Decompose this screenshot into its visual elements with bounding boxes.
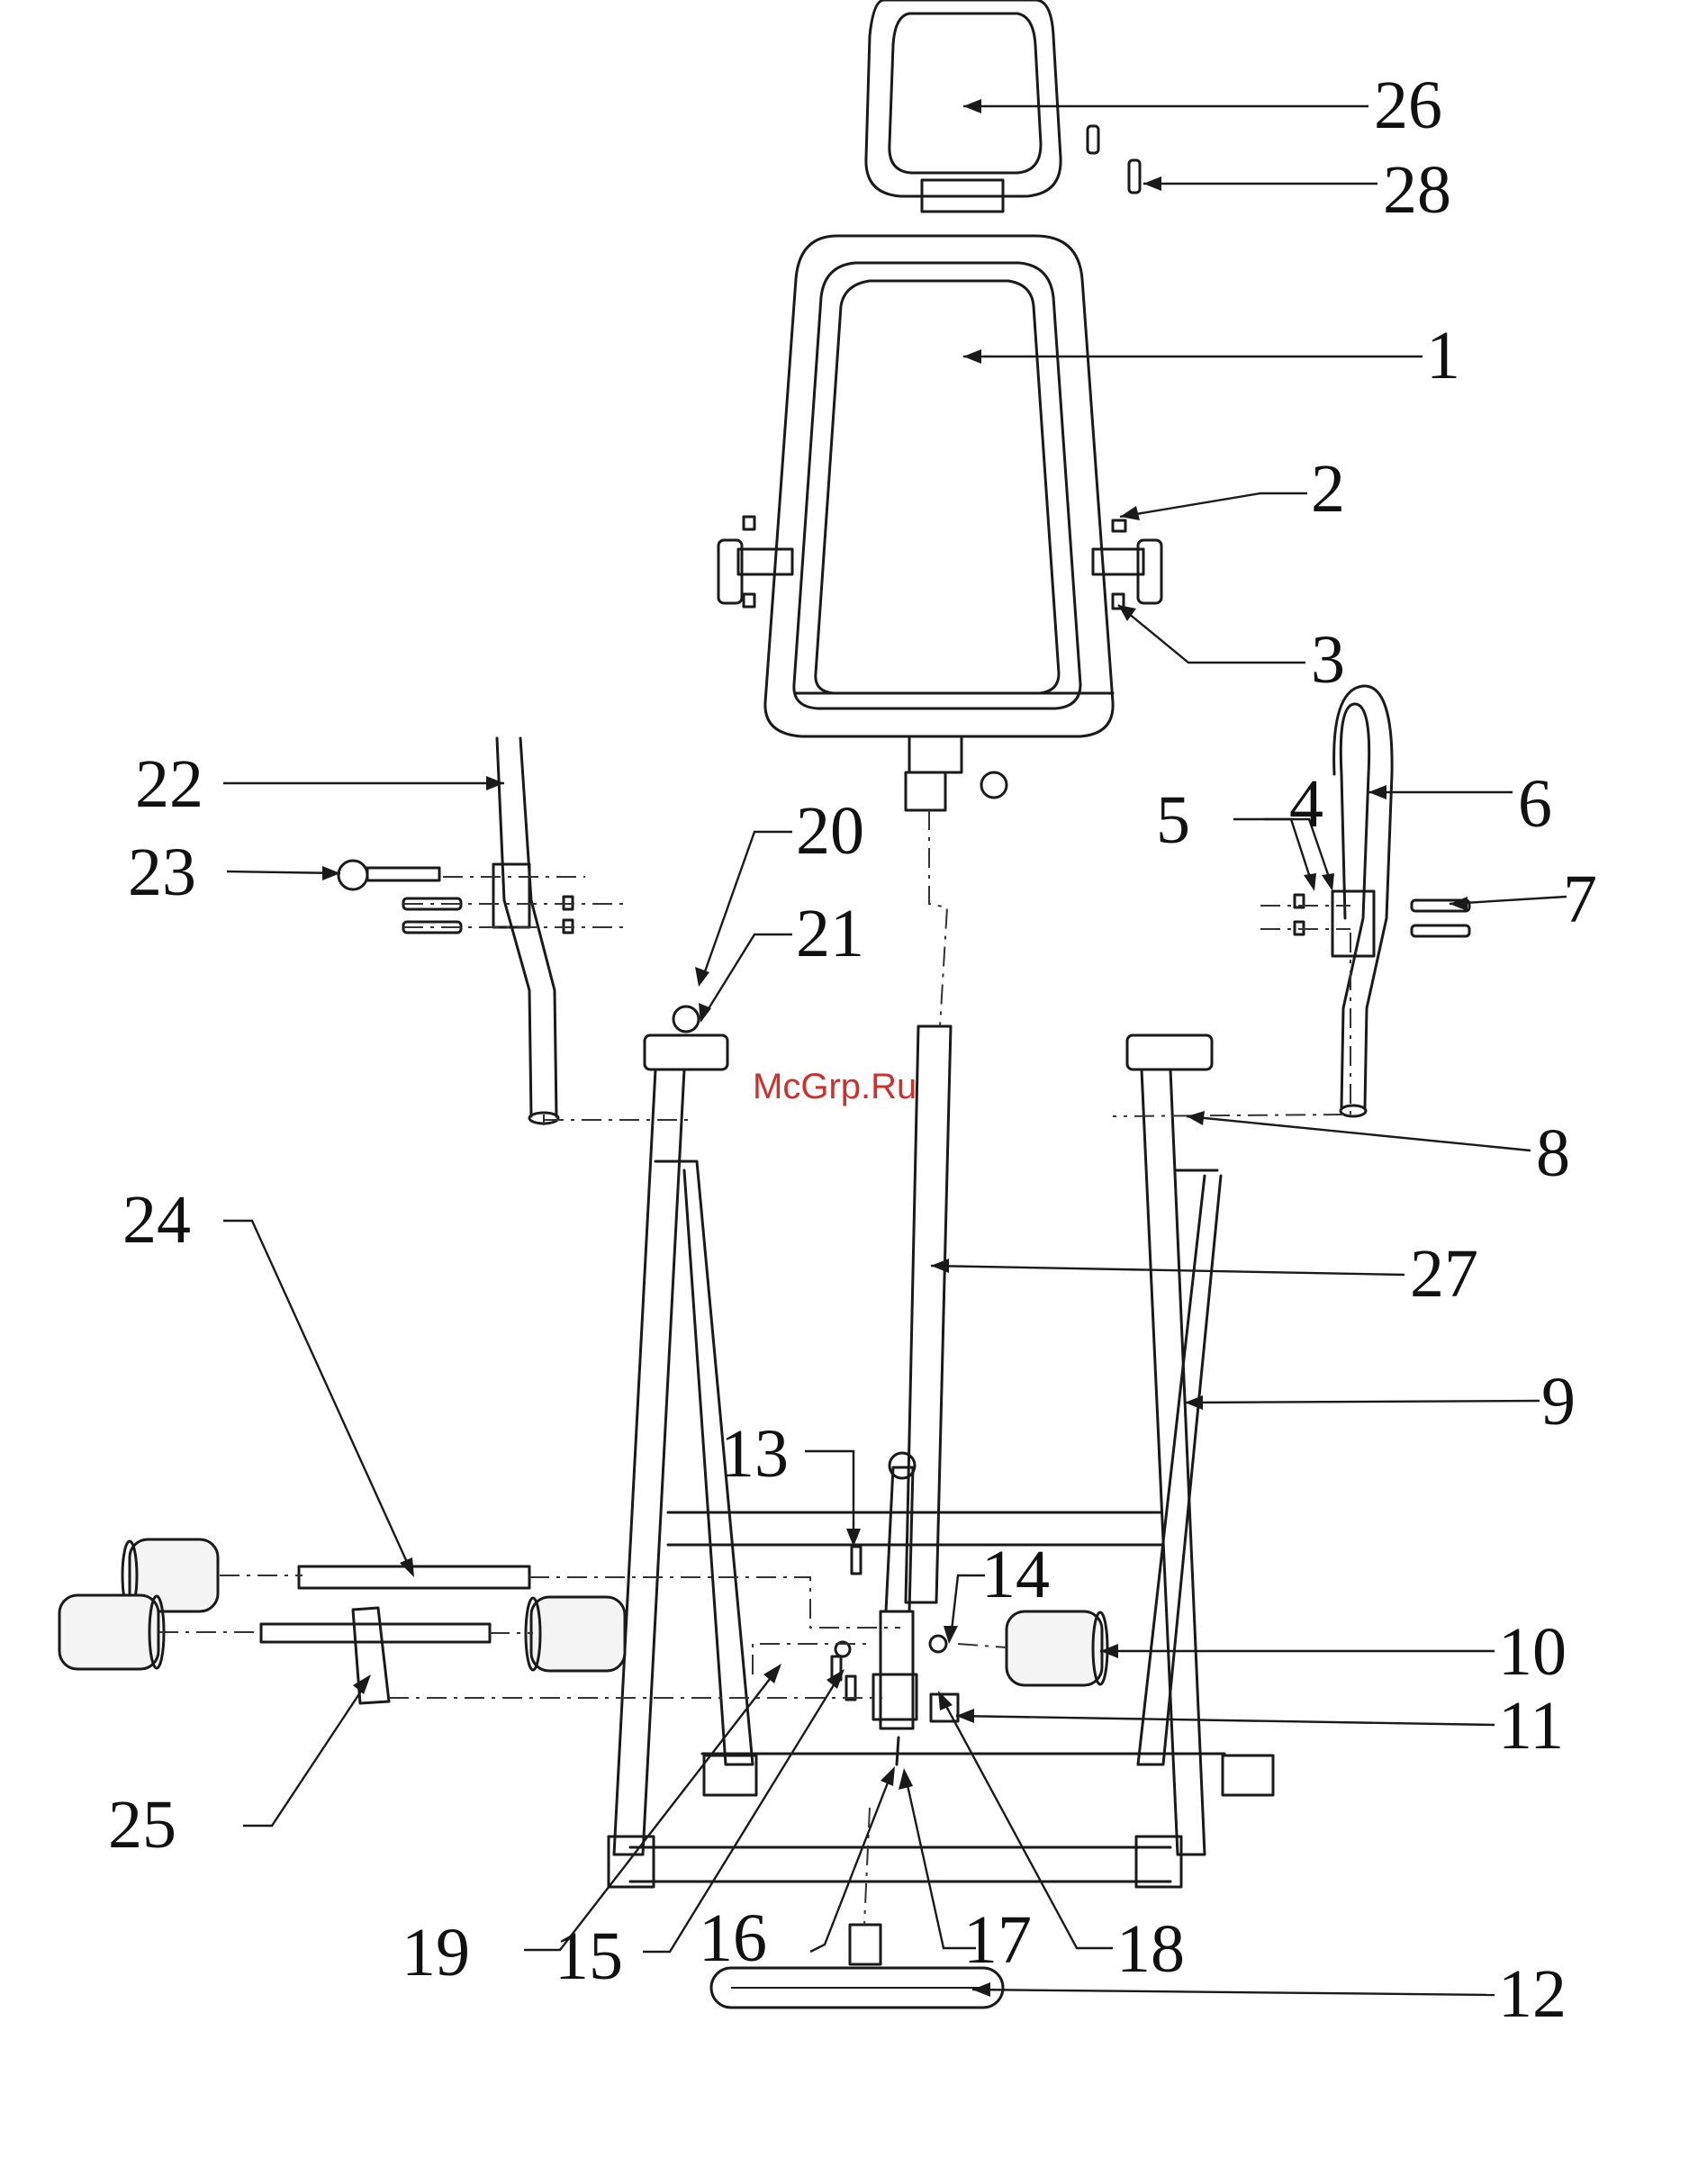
callout-16: 16 [699,1900,767,1976]
center-mechanism [832,1547,958,1764]
callout-7: 7 [1563,862,1597,937]
callout-8: 8 [1536,1115,1570,1191]
callout-28: 28 [1383,152,1451,228]
lower-foam-rollers [59,1595,625,1671]
callout-23: 23 [128,835,196,910]
callout-25: 25 [108,1787,176,1863]
callout-22: 22 [135,746,203,822]
left-handle [493,738,558,1124]
backrest-side-adjusters [718,517,1161,609]
callout-20: 20 [796,793,864,869]
callout-24: 24 [122,1182,191,1258]
callout-19: 19 [402,1915,470,1990]
callout-1: 1 [1426,318,1460,393]
callout-12: 12 [1498,1956,1567,2032]
callout-17: 17 [963,1902,1032,1978]
backrest-board [765,236,1113,810]
callout-4: 4 [1289,766,1323,842]
right-handle-bolts [1295,895,1469,936]
callout-27: 27 [1410,1236,1478,1312]
callout-5: 5 [1156,782,1190,858]
callout-15: 15 [555,1918,623,1994]
callout-2: 2 [1311,451,1345,527]
watermark-text: McGrp.Ru [753,1067,917,1106]
right-handle [1332,686,1392,1116]
headrest-pins [1088,126,1140,193]
center-column [886,1026,951,1611]
roller-shafts [261,1566,529,1642]
callout-13: 13 [720,1416,789,1492]
callout-26: 26 [1374,68,1442,143]
callout-10: 10 [1498,1614,1567,1690]
callout-21: 21 [796,896,864,971]
callout-11: 11 [1498,1688,1564,1764]
right-frame [1127,1035,1273,1887]
left-handle-knob [339,861,439,889]
callout-18: 18 [1116,1911,1185,1987]
callout-14: 14 [981,1537,1050,1612]
callout-3: 3 [1311,622,1345,698]
assembly-guide-lines [158,810,1350,1925]
callout-9: 9 [1541,1364,1576,1439]
callout-6: 6 [1518,766,1552,842]
